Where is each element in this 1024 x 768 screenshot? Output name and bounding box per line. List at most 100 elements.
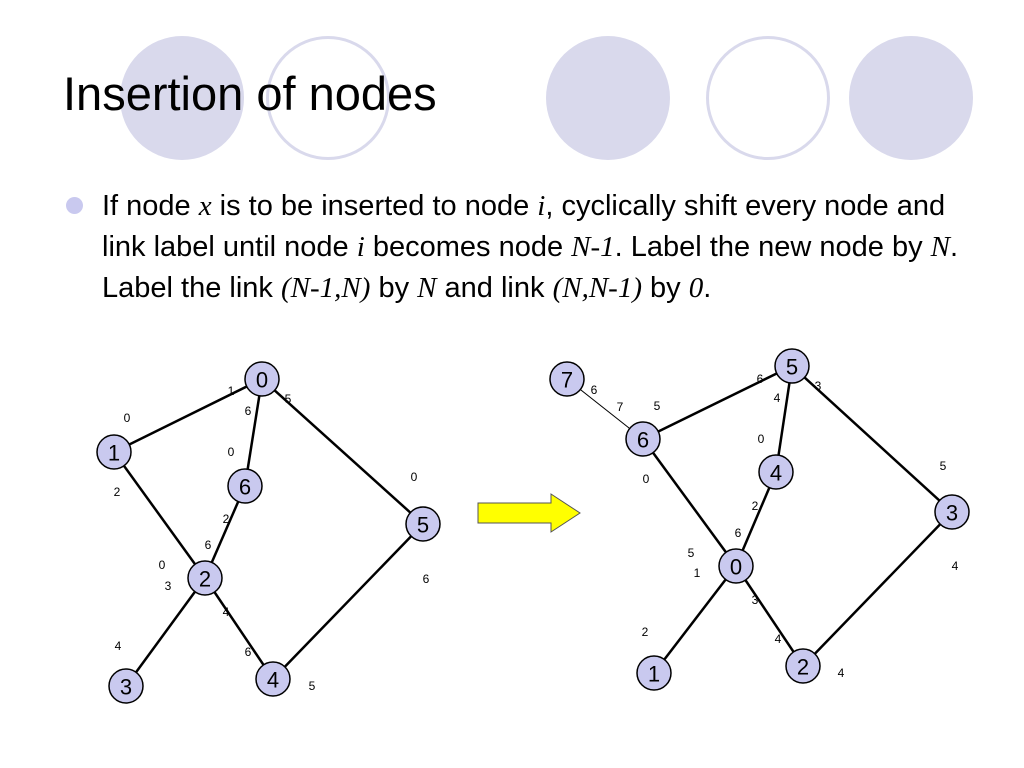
right-link-label: 3: [752, 593, 759, 607]
math-i: i: [537, 190, 546, 222]
left-edge-2-3: [124, 577, 207, 687]
left-link-label: 0: [411, 470, 418, 484]
left-node-6: [227, 468, 263, 504]
math-i: i: [356, 231, 365, 263]
left-link-label: 2: [223, 512, 230, 526]
left-link-label: 5: [285, 392, 292, 406]
left-link-label: 0: [228, 445, 235, 459]
bullet-text-part: , cyclically shift every node and link l…: [102, 190, 946, 263]
right-node-label-7: 7: [561, 368, 573, 393]
right-link-label: 4: [775, 632, 782, 646]
right-link-label: 4: [838, 666, 845, 680]
decor-circle-2: [546, 36, 670, 160]
left-node-0: [244, 361, 280, 397]
left-edge-0-6: [243, 378, 264, 487]
math-n: N: [417, 272, 437, 304]
arrow-icon: [477, 493, 581, 533]
slide-title: Insertion of nodes: [63, 67, 437, 120]
bullet-text: If node x is to be inserted to node i, c…: [102, 186, 972, 309]
math-link-n-minus-1-n: (N-1,N): [280, 272, 371, 304]
right-link-label: 4: [952, 559, 959, 573]
right-node-0: [718, 548, 754, 584]
left-link-label: 4: [223, 605, 230, 619]
right-link-label: 5: [688, 546, 695, 560]
bullet-text-part: by: [641, 272, 689, 304]
left-link-label: 2: [114, 485, 121, 499]
left-link-label: 0: [124, 411, 131, 425]
right-node-label-3: 3: [946, 501, 958, 526]
right-link-label: 0: [643, 472, 650, 486]
left-node-label-3: 3: [120, 675, 132, 700]
right-link-label: 2: [642, 625, 649, 639]
right-node-label-5: 5: [786, 355, 798, 380]
left-node-label-0: 0: [256, 368, 268, 393]
math-x: x: [198, 190, 212, 222]
left-link-label: 1: [228, 384, 235, 398]
left-node-2: [187, 560, 223, 596]
right-edge-6-5: [642, 364, 793, 441]
bullet-text-part: and link: [436, 272, 553, 304]
math-n: N: [930, 231, 951, 263]
decor-circle-1: [120, 36, 244, 160]
left-node-3: [108, 668, 144, 704]
right-edge-0-2: [734, 565, 805, 667]
right-edge-3-2: [802, 511, 953, 667]
left-link-label: 6: [423, 572, 430, 586]
left-link-label: 4: [115, 639, 122, 653]
left-edge-0-5: [261, 378, 424, 525]
bullet-icon: [66, 197, 83, 214]
right-edge-0-1: [653, 565, 737, 674]
right-node-label-4: 4: [770, 461, 782, 486]
right-link-label: 6: [591, 383, 598, 397]
right-node-4: [758, 454, 794, 490]
bullet-text-part: is to be inserted to node: [211, 190, 538, 222]
math-link-n-n-minus-1: (N,N-1): [552, 272, 642, 304]
bullet-text-part: . Label the link: [102, 231, 959, 304]
bullet-text-part: becomes node: [364, 231, 572, 263]
left-node-label-5: 5: [417, 513, 429, 538]
right-link-label: 1: [694, 566, 701, 580]
left-edge-2-4: [203, 577, 275, 680]
right-link-label: 4: [774, 391, 781, 405]
decor-circle-3: [849, 36, 973, 160]
right-node-1: [636, 655, 672, 691]
left-edge-5-4: [272, 523, 424, 680]
decor-ring-1: [266, 36, 390, 160]
bullet-text-part: by: [370, 272, 418, 304]
right-node-7: [549, 361, 585, 397]
left-node-label-6: 6: [239, 475, 251, 500]
right-link-label: 7: [617, 400, 624, 414]
right-node-label-1: 1: [648, 662, 660, 687]
right-link-label: 2: [752, 499, 759, 513]
bullet-text-part: . Label the new node by: [614, 231, 931, 263]
right-node-label-0: 0: [730, 555, 742, 580]
right-node-label-6: 6: [637, 428, 649, 453]
math-zero: 0: [688, 272, 704, 304]
right-node-2: [785, 648, 821, 684]
right-node-label-2: 2: [797, 655, 809, 680]
right-link-label: 6: [735, 526, 742, 540]
decor-ring-2: [706, 36, 830, 160]
right-edge-5-4: [774, 365, 794, 473]
right-link-label: 6: [757, 372, 764, 386]
left-link-label: 6: [245, 404, 252, 418]
left-link-label: 3: [165, 579, 172, 593]
left-link-label: 5: [309, 679, 316, 693]
right-edge-5-3: [791, 365, 953, 513]
bullet-text-part: .: [703, 272, 712, 304]
left-link-label: 0: [159, 558, 166, 572]
right-link-label: 5: [940, 459, 947, 473]
right-link-label: 5: [654, 399, 661, 413]
left-node-label-2: 2: [199, 567, 211, 592]
right-edge-6-0: [641, 438, 738, 567]
left-node-label-1: 1: [108, 441, 120, 466]
right-node-3: [934, 494, 970, 530]
left-node-1: [96, 434, 132, 470]
right-node-6: [625, 421, 661, 457]
left-link-label: 6: [205, 538, 212, 552]
left-link-label: 6: [245, 645, 252, 659]
right-node-5: [774, 348, 810, 384]
left-edge-1-2: [112, 451, 207, 579]
